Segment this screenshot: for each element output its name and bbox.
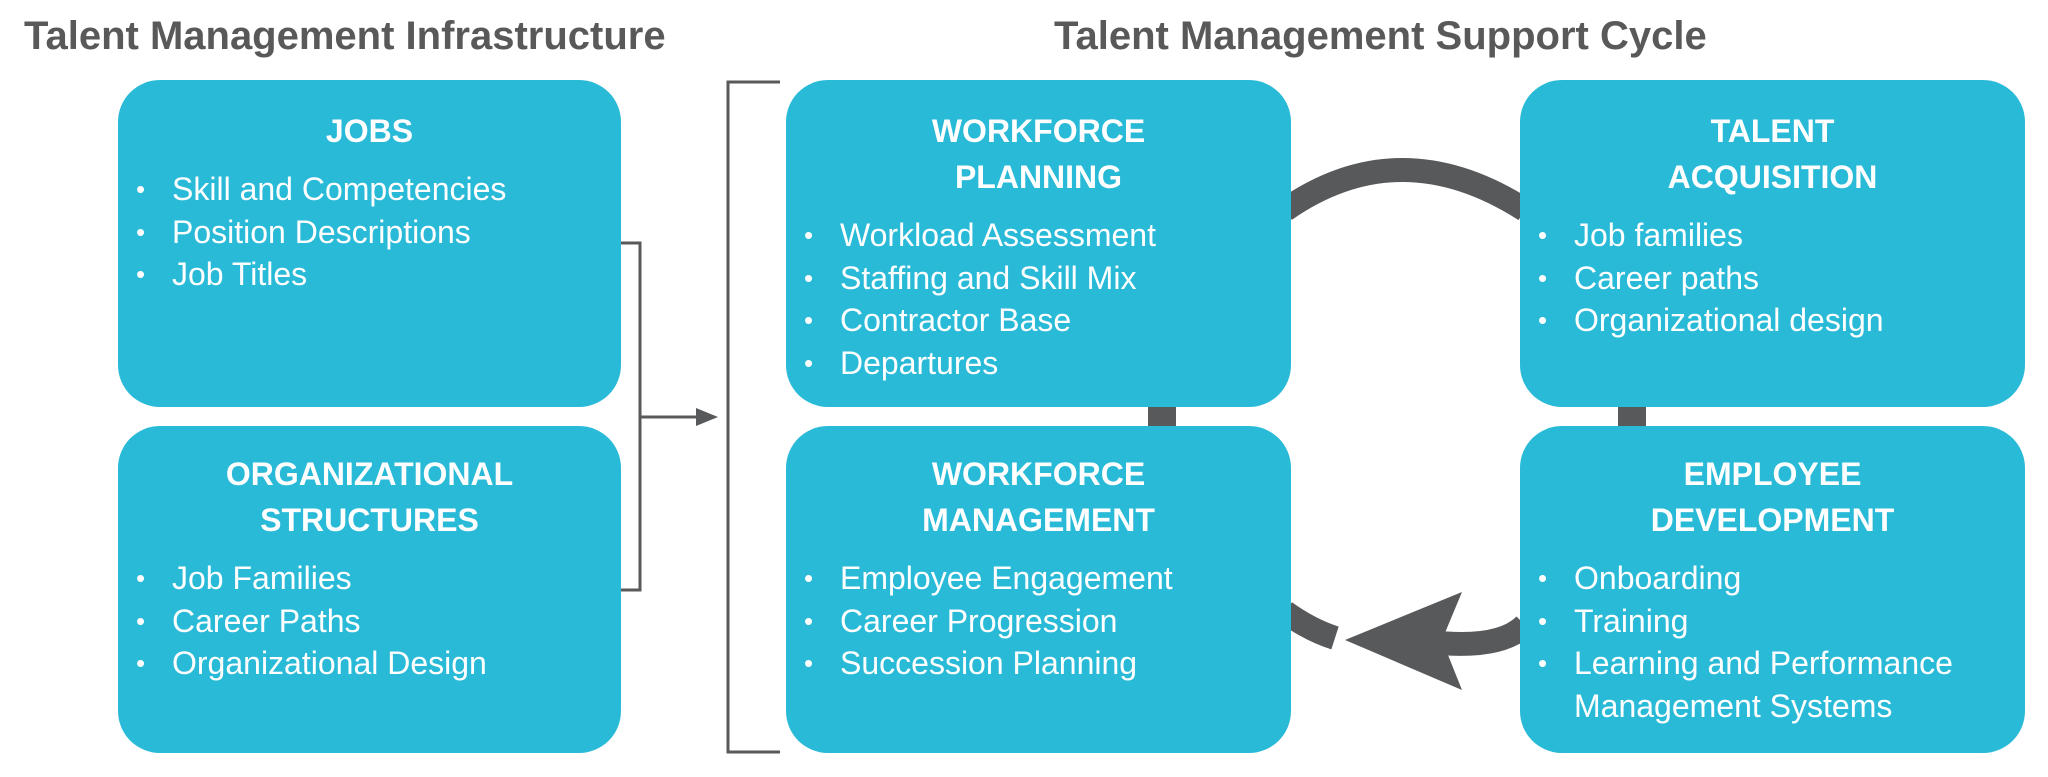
workforce-planning-card: WORKFORCE PLANNING Workload Assessment S… — [786, 80, 1291, 407]
org-structures-card: ORGANIZATIONAL STRUCTURES Job Families C… — [118, 426, 621, 753]
list-item: Succession Planning — [804, 642, 1291, 685]
list-item: Job Families — [136, 557, 621, 600]
list-item: Onboarding — [1538, 557, 2025, 600]
jobs-card-title: JOBS — [325, 113, 414, 149]
list-item: Organizational design — [1538, 299, 2025, 342]
employee-development-list: Onboarding Training Learning and Perform… — [1520, 557, 2025, 727]
list-item: Career Paths — [136, 600, 621, 643]
cycle-bottom-arc — [1428, 615, 1534, 656]
infrastructure-title: Talent Management Infrastructure — [24, 14, 666, 58]
cycle-bottom-arc-left — [1277, 602, 1339, 650]
jobs-card: JOBS Skill and Competencies Position Des… — [118, 80, 621, 407]
list-item: Training — [1538, 600, 2025, 643]
org-structures-card-title: ORGANIZATIONAL STRUCTURES — [225, 456, 514, 538]
talent-acquisition-card: TALENT ACQUISITION Job families Career p… — [1520, 80, 2025, 407]
workforce-management-card-title: WORKFORCE MANAGEMENT — [922, 456, 1155, 538]
list-item: Learning and Performance Management Syst… — [1538, 642, 2025, 727]
workforce-planning-card-title: WORKFORCE PLANNING — [931, 113, 1146, 195]
list-item: Organizational Design — [136, 642, 621, 685]
talent-acquisition-card-title: TALENT ACQUISITION — [1667, 113, 1878, 195]
cycle-bracket — [726, 80, 780, 754]
workforce-planning-list: Workload Assessment Staffing and Skill M… — [786, 214, 1291, 384]
employee-development-card-title: EMPLOYEE DEVELOPMENT — [1650, 456, 1895, 538]
list-item: Staffing and Skill Mix — [804, 257, 1291, 300]
workforce-management-card: WORKFORCE MANAGEMENT Employee Engagement… — [786, 426, 1291, 753]
list-item: Position Descriptions — [136, 211, 621, 254]
list-item: Job Titles — [136, 253, 621, 296]
workforce-management-list: Employee Engagement Career Progression S… — [786, 557, 1291, 685]
cycle-arrow-head — [1345, 592, 1462, 690]
list-item: Contractor Base — [804, 299, 1291, 342]
list-item: Career Progression — [804, 600, 1291, 643]
list-item: Employee Engagement — [804, 557, 1291, 600]
list-item: Job families — [1538, 214, 2025, 257]
employee-development-card: EMPLOYEE DEVELOPMENT Onboarding Training… — [1520, 426, 2025, 753]
list-item: Career paths — [1538, 257, 2025, 300]
jobs-list: Skill and Competencies Position Descript… — [118, 168, 621, 296]
list-item: Skill and Competencies — [136, 168, 621, 211]
list-item: Departures — [804, 342, 1291, 385]
left-bracket — [620, 241, 642, 592]
talent-acquisition-list: Job families Career paths Organizational… — [1520, 214, 2025, 342]
list-item: Workload Assessment — [804, 214, 1291, 257]
support-cycle-title: Talent Management Support Cycle — [1054, 14, 1707, 58]
org-structures-list: Job Families Career Paths Organizational… — [118, 557, 621, 685]
cycle-top-arc — [1278, 158, 1532, 221]
bracket-arrow-head — [696, 408, 718, 426]
